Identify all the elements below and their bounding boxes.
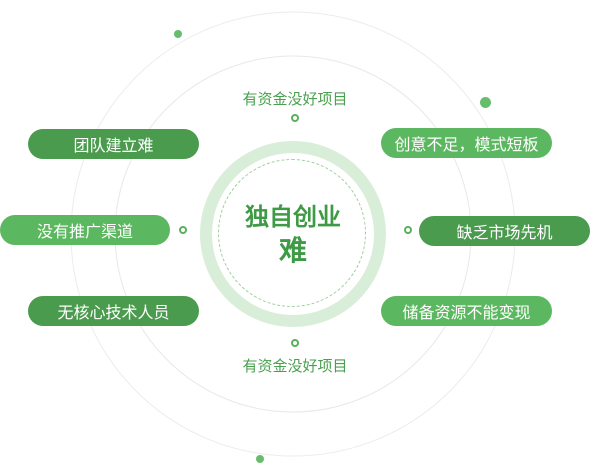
right-pill-resources: 储备资源不能变现 [381,296,552,326]
center-title-line1: 独自创业 [245,203,341,231]
left-pill-tech: 无核心技术人员 [28,296,199,326]
top-caption: 有资金没好项目 [242,90,348,108]
orbit-dot-top-left [174,30,182,38]
bottom-connector-dot [291,339,299,347]
center-title-line2: 难 [278,234,307,267]
center-inner-circle: 独自创业 难 [212,153,374,315]
right-pill-creativity: 创意不足，模式短板 [381,128,552,158]
center-dashed-ring [218,159,366,307]
right-pill-market: 缺乏市场先机 [419,216,590,246]
center-title: 独自创业 难 [212,153,374,315]
top-connector-dot [291,114,299,122]
bottom-caption: 有资金没好项目 [242,357,348,375]
center-circle: 独自创业 难 [200,141,386,327]
orbit-dot-bottom [256,455,264,463]
orbit-dot-top-right [480,97,491,108]
left-connector-dot [179,226,187,234]
left-pill-promotion: 没有推广渠道 [0,215,170,245]
left-pill-team: 团队建立难 [28,129,199,159]
right-connector-dot [404,226,412,234]
